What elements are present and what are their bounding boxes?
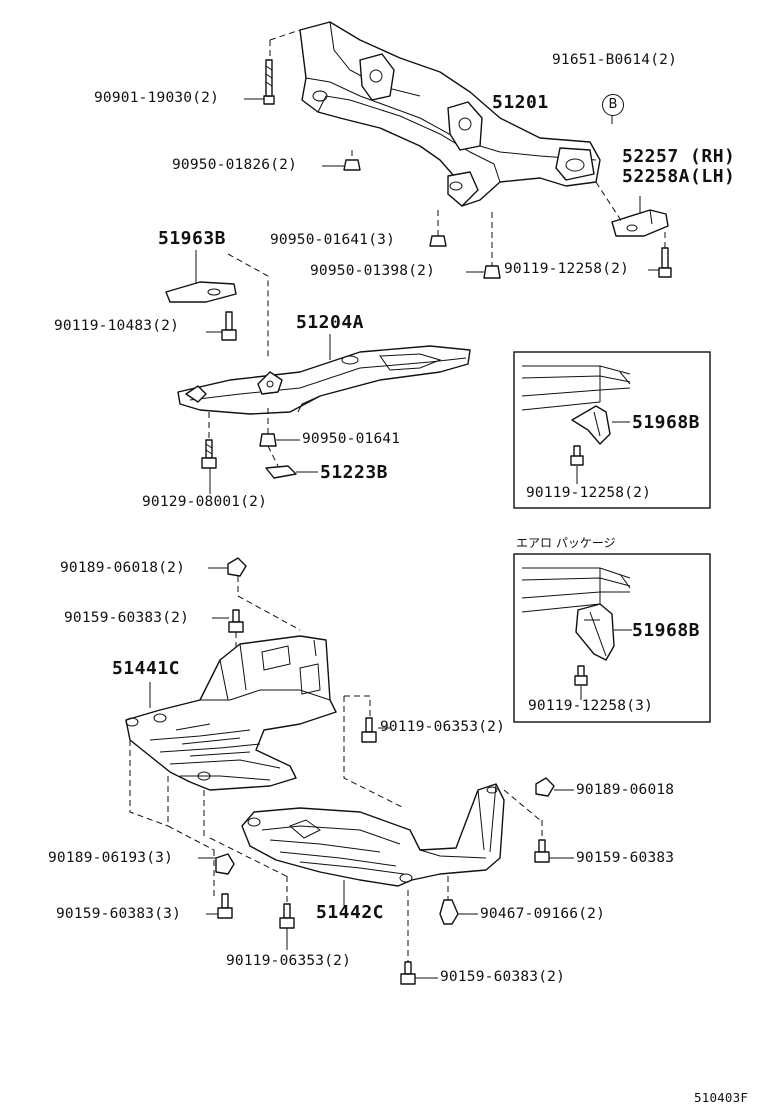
bolt-icon bbox=[574, 665, 588, 686]
label-52257: 52257 (RH) bbox=[622, 146, 736, 167]
label-51963b: 51963B bbox=[158, 228, 227, 249]
label-90119-10483: 90119-10483(2) bbox=[54, 318, 180, 334]
grommet-icon bbox=[439, 899, 459, 925]
bolt-icon bbox=[400, 961, 416, 985]
label-90950-01641: 90950-01641 bbox=[302, 431, 401, 447]
label-90159-60383: 90159-60383 bbox=[576, 850, 675, 866]
bolt-icon bbox=[263, 59, 275, 105]
bolt-icon bbox=[658, 247, 672, 278]
label-51441c: 51441C bbox=[112, 658, 181, 679]
label-90129-08001: 90129-08001(2) bbox=[142, 494, 268, 510]
nut-icon bbox=[259, 433, 277, 447]
reference-circle-b: B bbox=[602, 94, 624, 116]
label-51201: 51201 bbox=[492, 92, 549, 113]
nut-icon bbox=[343, 159, 361, 171]
detail-box-standard bbox=[513, 351, 711, 509]
bolt-icon bbox=[228, 609, 244, 633]
bracket-52257 bbox=[611, 209, 669, 237]
nut-icon bbox=[483, 265, 501, 279]
bolt-icon bbox=[361, 717, 377, 743]
under-cover-51442c bbox=[241, 783, 505, 887]
label-90189-06018-2: 90189-06018(2) bbox=[60, 560, 186, 576]
crossmember-51204a bbox=[177, 345, 471, 415]
bracket-51963b bbox=[165, 250, 237, 303]
bolt-icon bbox=[221, 311, 237, 341]
figure-code: 510403F bbox=[694, 1090, 749, 1105]
plate-51223b bbox=[265, 465, 297, 479]
label-90159-60383-3: 90159-60383(3) bbox=[56, 906, 182, 922]
clip-icon bbox=[215, 853, 235, 875]
label-90119-12258-box: 90119-12258(2) bbox=[526, 485, 652, 501]
label-51968b-aero: 51968B bbox=[632, 620, 701, 641]
label-90119-06353-right: 90119-06353(2) bbox=[380, 719, 506, 735]
detail-box-aero bbox=[513, 553, 711, 723]
rail-detail bbox=[521, 567, 631, 661]
clip-icon bbox=[535, 777, 555, 797]
bolt-icon bbox=[217, 893, 233, 919]
label-51442c: 51442C bbox=[316, 902, 385, 923]
label-90950-01641-3: 90950-01641(3) bbox=[270, 232, 396, 248]
label-91651-b0614: 91651-B0614(2) bbox=[552, 52, 678, 68]
label-90119-12258-top: 90119-12258(2) bbox=[504, 261, 630, 277]
under-cover-51441c bbox=[125, 635, 337, 791]
label-90467-09166: 90467-09166(2) bbox=[480, 906, 606, 922]
clip-icon bbox=[227, 557, 247, 577]
label-51204a: 51204A bbox=[296, 312, 365, 333]
label-90950-01398: 90950-01398(2) bbox=[310, 263, 436, 279]
label-90159-60383-2-left: 90159-60383(2) bbox=[64, 610, 190, 626]
rail-detail bbox=[521, 365, 631, 445]
label-52258a: 52258A(LH) bbox=[622, 166, 736, 187]
label-90950-01826: 90950-01826(2) bbox=[172, 157, 298, 173]
label-90159-60383-2-bottom: 90159-60383(2) bbox=[440, 969, 566, 985]
label-90119-06353-bottom: 90119-06353(2) bbox=[226, 953, 352, 969]
label-aero-package: エアロ パッケージ bbox=[516, 536, 616, 550]
label-51968b-standard: 51968B bbox=[632, 412, 701, 433]
label-90189-06193: 90189-06193(3) bbox=[48, 850, 174, 866]
nut-icon bbox=[429, 235, 447, 247]
bolt-icon bbox=[279, 903, 295, 929]
label-90901-19030: 90901-19030(2) bbox=[94, 90, 220, 106]
crossmember-51201 bbox=[299, 21, 601, 207]
bolt-icon bbox=[534, 839, 550, 863]
label-51223b: 51223B bbox=[320, 462, 389, 483]
bolt-icon bbox=[570, 445, 584, 466]
label-90119-12258-3: 90119-12258(3) bbox=[528, 698, 654, 714]
bolt-icon bbox=[201, 439, 217, 469]
label-90189-06018: 90189-06018 bbox=[576, 782, 675, 798]
